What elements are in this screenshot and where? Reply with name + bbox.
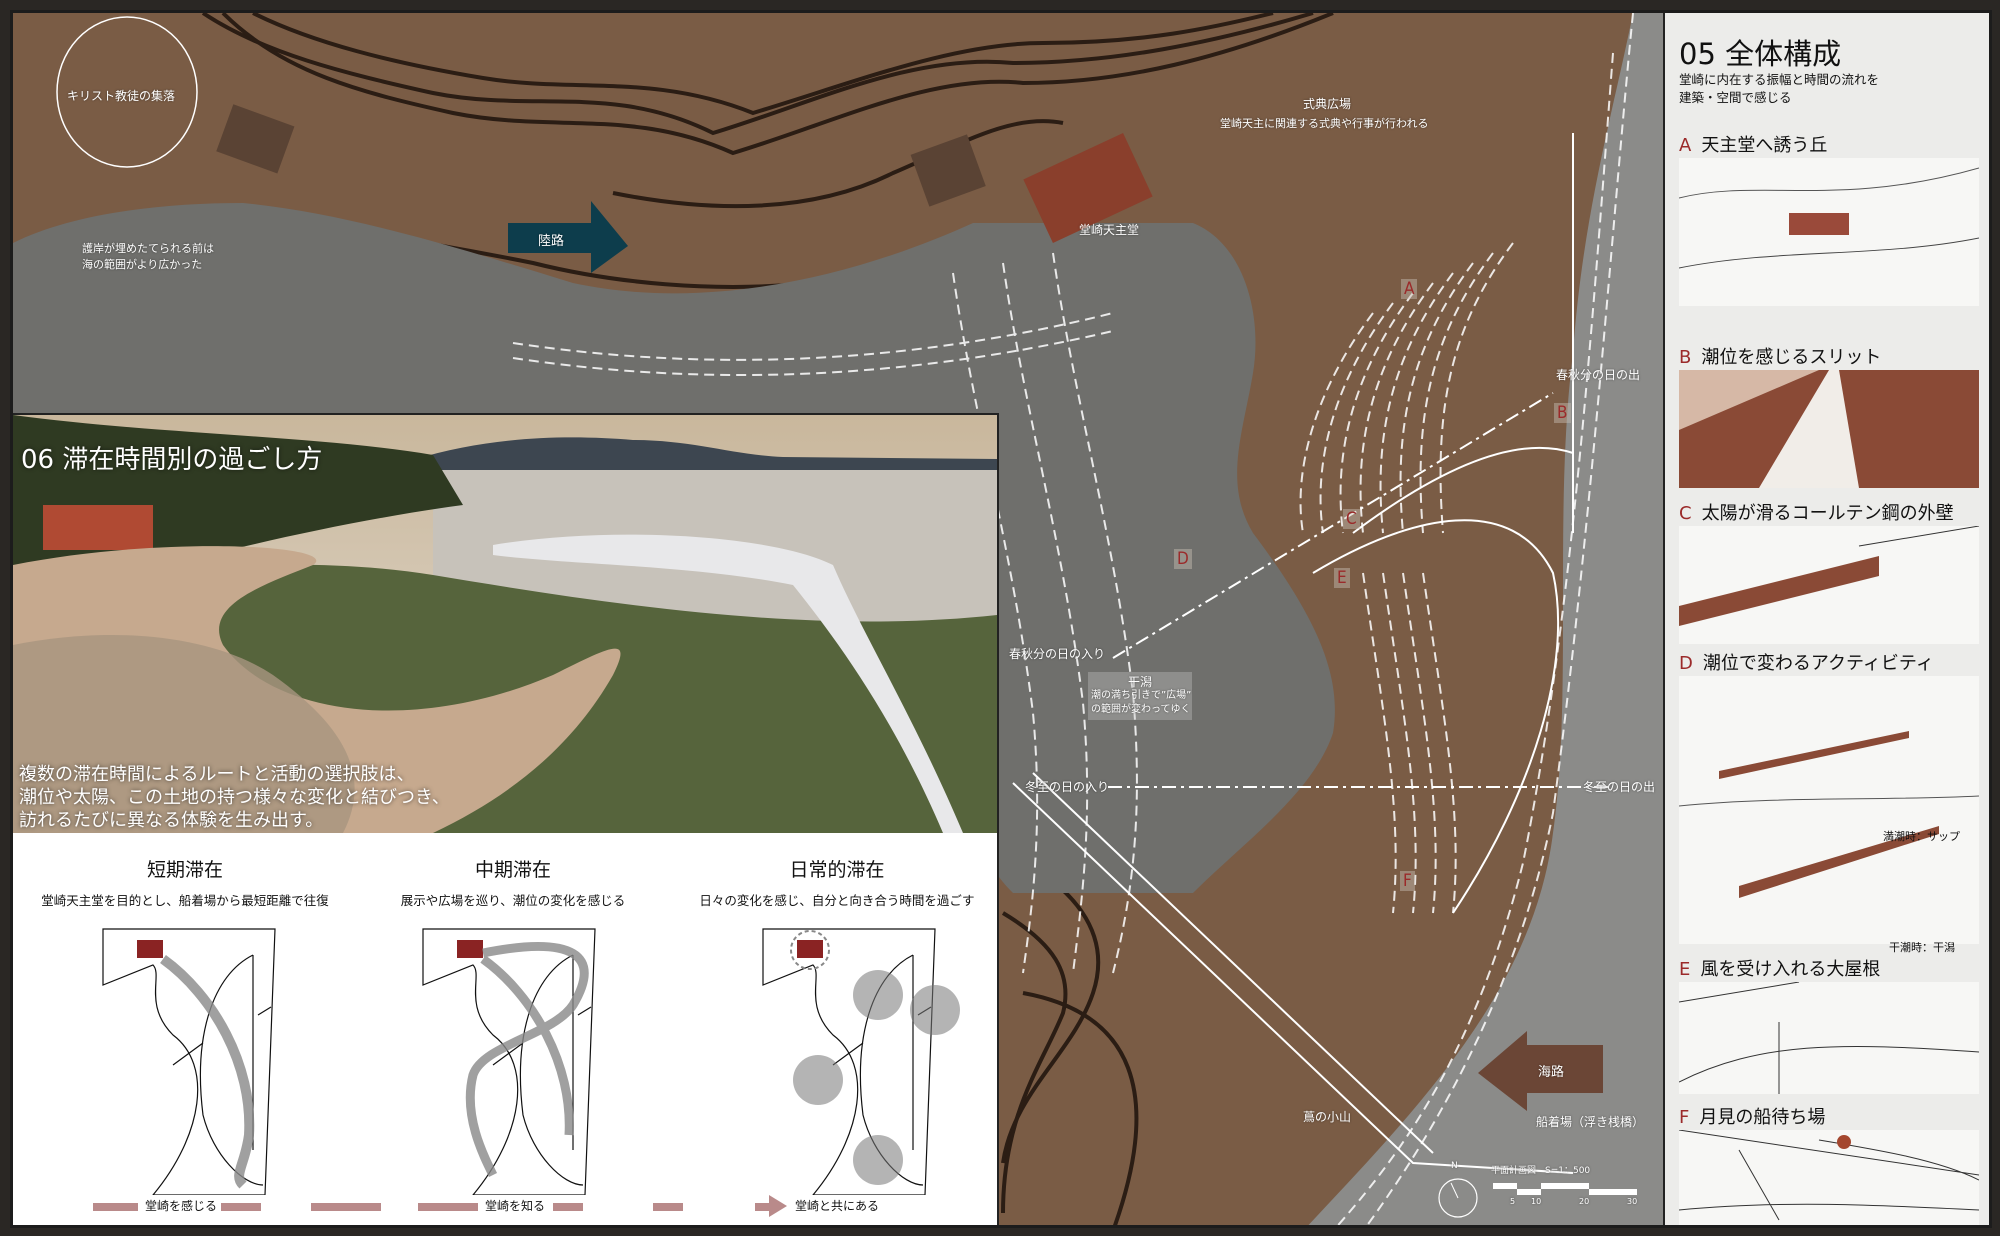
scale-tick: 5 xyxy=(1510,1197,1516,1206)
column-short-stay: 短期滞在堂崎天主堂を目的とし、船着場から最短距離で往復 xyxy=(41,859,329,908)
section-06-title: 06 滞在時間別の過ごし方 xyxy=(21,445,323,475)
section-05-subtitle: 堂崎に内在する振幅と時間の流れを建築・空間で感じる xyxy=(1679,72,1880,105)
scale-bar-graphic xyxy=(1493,1183,1637,1195)
rendering-photo xyxy=(13,415,997,833)
plan-letter-f: F xyxy=(1400,871,1415,891)
north-arrow-icon xyxy=(1438,1178,1478,1218)
hill-label: 蔦の小山 xyxy=(1303,1110,1352,1124)
flow-bar xyxy=(553,1203,583,1211)
equinox-sunrise-label: 春秋分の日の出 xyxy=(1556,368,1641,382)
church-icons xyxy=(137,940,823,958)
equinox-sunset-label: 春秋分の日の入り xyxy=(1009,647,1106,661)
flow-label-together: 堂崎と共にある xyxy=(795,1199,880,1213)
route-diagrams xyxy=(102,928,960,1195)
land-route-arrow xyxy=(508,201,628,273)
settlement-circle xyxy=(56,16,198,168)
plan-letter-e: E xyxy=(1334,568,1350,588)
plaza-desc: 堂崎天主に関連する式典や行事が行われる xyxy=(1220,117,1429,130)
plan-letter-d: D xyxy=(1174,549,1192,569)
note-high-tide: 満潮時：サップ xyxy=(1883,830,1960,843)
scale-tick: 10 xyxy=(1531,1197,1542,1206)
flow-bar xyxy=(418,1203,478,1211)
tidal-flat-note: 干潟潮の満ち引きで”広場”の範囲が変わってゆく xyxy=(1088,672,1192,720)
plan-letter-c: C xyxy=(1343,509,1360,529)
sketch-a xyxy=(1679,158,1979,306)
short-route xyxy=(160,954,255,1189)
north-label: N xyxy=(1451,1161,1458,1171)
section-06-panel: 06 滞在時間別の過ごし方 複数の滞在時間によるルートと活動の選択肢は、潮位や太… xyxy=(13,413,999,1225)
scale-title: 平面計画図 S=1：500 xyxy=(1491,1166,1591,1176)
church-model xyxy=(1023,133,1153,243)
land-route-label: 陸路 xyxy=(538,234,565,249)
hill-contours xyxy=(201,13,1334,1225)
winter-sunrise-label: 冬至の日の出 xyxy=(1583,780,1656,794)
settlement-label: キリスト教徒の集落 xyxy=(67,89,176,103)
column-mid-stay: 中期滞在展示や広場を巡り、潮位の変化を感じる xyxy=(400,859,626,908)
sketch-b xyxy=(1679,370,1979,488)
right-sea xyxy=(1308,13,1663,1225)
presentation-board: キリスト教徒の集落 護岸が埋めたてられる前は海の範囲がより広かった 陸路 堂崎天… xyxy=(10,10,1992,1228)
church-label: 堂崎天主堂 xyxy=(1079,223,1140,237)
sketch-d xyxy=(1679,676,1979,944)
sea-route-label: 海路 xyxy=(1538,1065,1565,1080)
pier-label: 船着場（浮き桟橋） xyxy=(1536,1115,1645,1129)
flow-label-know: 堂崎を知る xyxy=(485,1199,546,1213)
sea-route-arrow xyxy=(1478,1031,1603,1111)
shoreline-note: 護岸が埋めたてられる前は海の範囲がより広かった xyxy=(82,242,214,271)
mid-route xyxy=(465,942,589,1178)
scale-tick: 20 xyxy=(1579,1197,1590,1206)
column-daily-stay: 日常的滞在日々の変化を感じ、自分と向き合う時間を過ごす xyxy=(699,859,975,908)
flow-bar xyxy=(755,1203,771,1211)
daily-zones xyxy=(793,970,960,1185)
flow-label-feel: 堂崎を感じる xyxy=(145,1199,218,1213)
note-low-tide: 干潮時：干潟 xyxy=(1889,941,1955,954)
flow-bar xyxy=(311,1203,381,1211)
sketch-f xyxy=(1679,1130,1979,1225)
flow-arrow-icon xyxy=(769,1195,787,1217)
flow-bar xyxy=(653,1203,683,1211)
section-06-body: 複数の滞在時間によるルートと活動の選択肢は、潮位や太陽、この土地の持つ様々な変化… xyxy=(19,764,450,831)
winter-sunset-label: 冬至の日の入り xyxy=(1025,780,1110,794)
plan-letter-a: A xyxy=(1401,279,1418,299)
sketch-e xyxy=(1679,982,1979,1094)
flow-bar xyxy=(221,1203,261,1211)
sketch-c xyxy=(1679,526,1979,644)
scale-tick: 30 xyxy=(1627,1197,1638,1206)
plan-letter-b: B xyxy=(1554,403,1571,423)
house-models xyxy=(216,104,986,207)
plaza-title: 式典広場 xyxy=(1303,97,1352,111)
section-05-title: 05 全体構成 xyxy=(1679,37,1842,71)
flow-bar xyxy=(93,1203,138,1211)
